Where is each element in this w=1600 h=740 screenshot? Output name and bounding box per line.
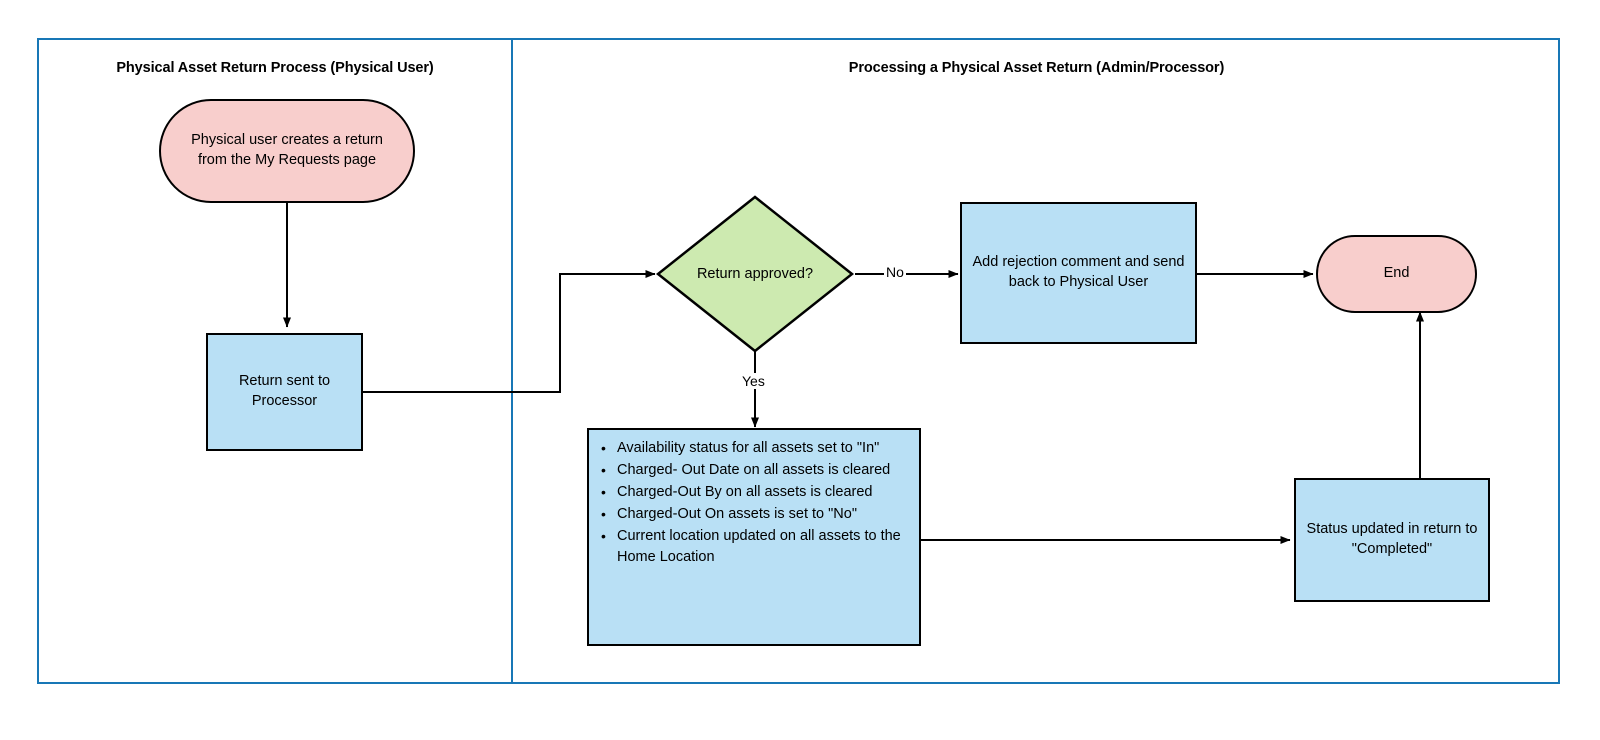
node-add-rejection-comment[interactable]: Add rejection comment and send back to P… (960, 202, 1197, 344)
node-return-sent-label: Return sent to Processor (238, 373, 331, 409)
diamond-shape (655, 195, 855, 353)
node-decision-return-approved[interactable]: Return approved? (655, 194, 855, 354)
lane-title-physical-user: Physical Asset Return Process (Physical … (116, 60, 434, 76)
node-return-sent-to-processor[interactable]: Return sent to Processor (206, 333, 363, 451)
node-start-label: Physical user creates a return from the … (191, 132, 383, 168)
list-item: Charged- Out Date on all assets is clear… (601, 460, 909, 481)
node-asset-updates-list[interactable]: Availability status for all assets set t… (587, 428, 921, 646)
list-item: Current location updated on all assets t… (601, 526, 909, 568)
list-item: Charged-Out By on all assets is cleared (601, 482, 909, 503)
list-item: Availability status for all assets set t… (601, 438, 909, 459)
lane-title-admin-processor: Processing a Physical Asset Return (Admi… (848, 60, 1225, 76)
node-start-create-return[interactable]: Physical user creates a return from the … (159, 99, 415, 203)
swimlane-frame (37, 38, 1560, 684)
edge-label-yes: Yes (740, 373, 767, 389)
node-end-label: End (1383, 265, 1410, 282)
node-decision-label: Return approved? (696, 266, 814, 282)
swimlane-divider (511, 38, 513, 684)
edge-label-no: No (884, 264, 906, 280)
list-item: Charged-Out On assets is set to "No" (601, 504, 909, 525)
node-status-label: Status updated in return to "Completed" (1306, 521, 1478, 557)
node-reject-label: Add rejection comment and send back to P… (972, 254, 1185, 290)
node-status-updated-completed[interactable]: Status updated in return to "Completed" (1294, 478, 1490, 602)
node-end[interactable]: End (1316, 235, 1477, 313)
asset-updates-items: Availability status for all assets set t… (595, 438, 909, 568)
